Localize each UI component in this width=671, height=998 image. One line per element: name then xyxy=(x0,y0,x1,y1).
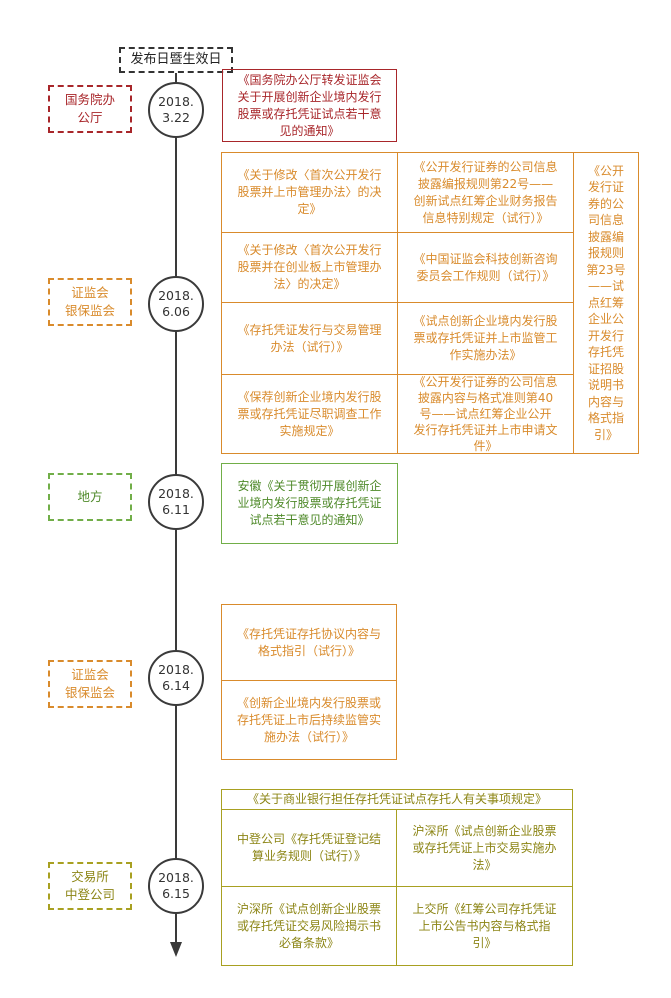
doc-ipo-measures-amendment: 《关于修改〈首次公开发行 股票并上市管理办法〉的决 定》 xyxy=(221,152,398,233)
doc-depositary-agreement-guide: 《存托凭证存托协议内容与 格式指引（试行）》 xyxy=(221,604,397,681)
doc-listing-supervision-measures: 《试点创新企业境内发行股 票或存托凭证并上市监管工 作实施办法》 xyxy=(397,302,574,375)
issuer-label-csrc-cbirc-1: 证监会 银保监会 xyxy=(48,278,132,326)
doc-risk-disclosure-clauses: 沪深所《试点创新企业股票 或存托凭证交易风险揭示书 必备条款》 xyxy=(221,886,397,966)
issuer-label-state-council: 国务院办 公厅 xyxy=(48,85,132,133)
doc-sse-szse-trading-measures: 沪深所《试点创新企业股票 或存托凭证上市交易实施办 法》 xyxy=(396,809,573,887)
doc-csdc-registration-clearing-rules: 中登公司《存托凭证登记结 算业务规则（试行）》 xyxy=(221,809,397,887)
doc-chinext-ipo-amendment: 《关于修改〈首次公开发行 股票并在创业板上市管理办 法〉的决定》 xyxy=(221,232,398,303)
doc-anhui-notice: 安徽《关于贯彻开展创新企 业境内发行股票或存托凭证 试点若干意见的通知》 xyxy=(221,463,398,544)
issuer-label-exchanges-csdc: 交易所 中登公司 xyxy=(48,862,132,910)
doc-sse-listing-announcement-guide: 上交所《红筹公司存托凭证 上市公告书内容与格式指 引》 xyxy=(396,886,573,966)
date-node-0322: 2018. 3.22 xyxy=(148,82,204,138)
doc-state-council-notice: 《国务院办公厅转发证监会 关于开展创新企业境内发行 股票或存托凭证试点若干意 见… xyxy=(222,69,397,142)
doc-disclosure-rule-23: 《公开 发行证 券的公 司信息 披露编 报规则 第23号 ——试 点红筹 企业公… xyxy=(573,152,639,454)
doc-sponsor-due-diligence-rules: 《保荐创新企业境内发行股 票或存托凭证尽职调查工作 实施规定》 xyxy=(221,374,398,454)
issuer-label-local: 地方 xyxy=(48,473,132,521)
timeline-header: 发布日暨生效日 xyxy=(119,47,233,73)
doc-cdr-issuance-trading-measures: 《存托凭证发行与交易管理 办法（试行）》 xyxy=(221,302,398,375)
doc-tech-innovation-committee-rules: 《中国证监会科技创新咨询 委员会工作规则（试行）》 xyxy=(397,232,574,303)
doc-disclosure-rule-22: 《公开发行证券的公司信息 披露编报规则第22号—— 创新试点红筹企业财务报告 信… xyxy=(397,152,574,233)
doc-disclosure-standard-40: 《公开发行证券的公司信息 披露内容与格式准则第40 号——试点红筹企业公开 发行… xyxy=(397,374,574,454)
date-node-0606: 2018. 6.06 xyxy=(148,276,204,332)
date-node-0611: 2018. 6.11 xyxy=(148,474,204,530)
doc-commercial-bank-depositary-rules: 《关于商业银行担任存托凭证试点存托人有关事项规定》 xyxy=(221,789,573,810)
date-node-0615: 2018. 6.15 xyxy=(148,858,204,914)
date-node-0614: 2018. 6.14 xyxy=(148,650,204,706)
timeline-arrow-head xyxy=(170,942,182,957)
issuer-label-csrc-cbirc-2: 证监会 银保监会 xyxy=(48,660,132,708)
doc-continuous-supervision-measures: 《创新企业境内发行股票或 存托凭证上市后持续监管实 施办法（试行）》 xyxy=(221,680,397,760)
